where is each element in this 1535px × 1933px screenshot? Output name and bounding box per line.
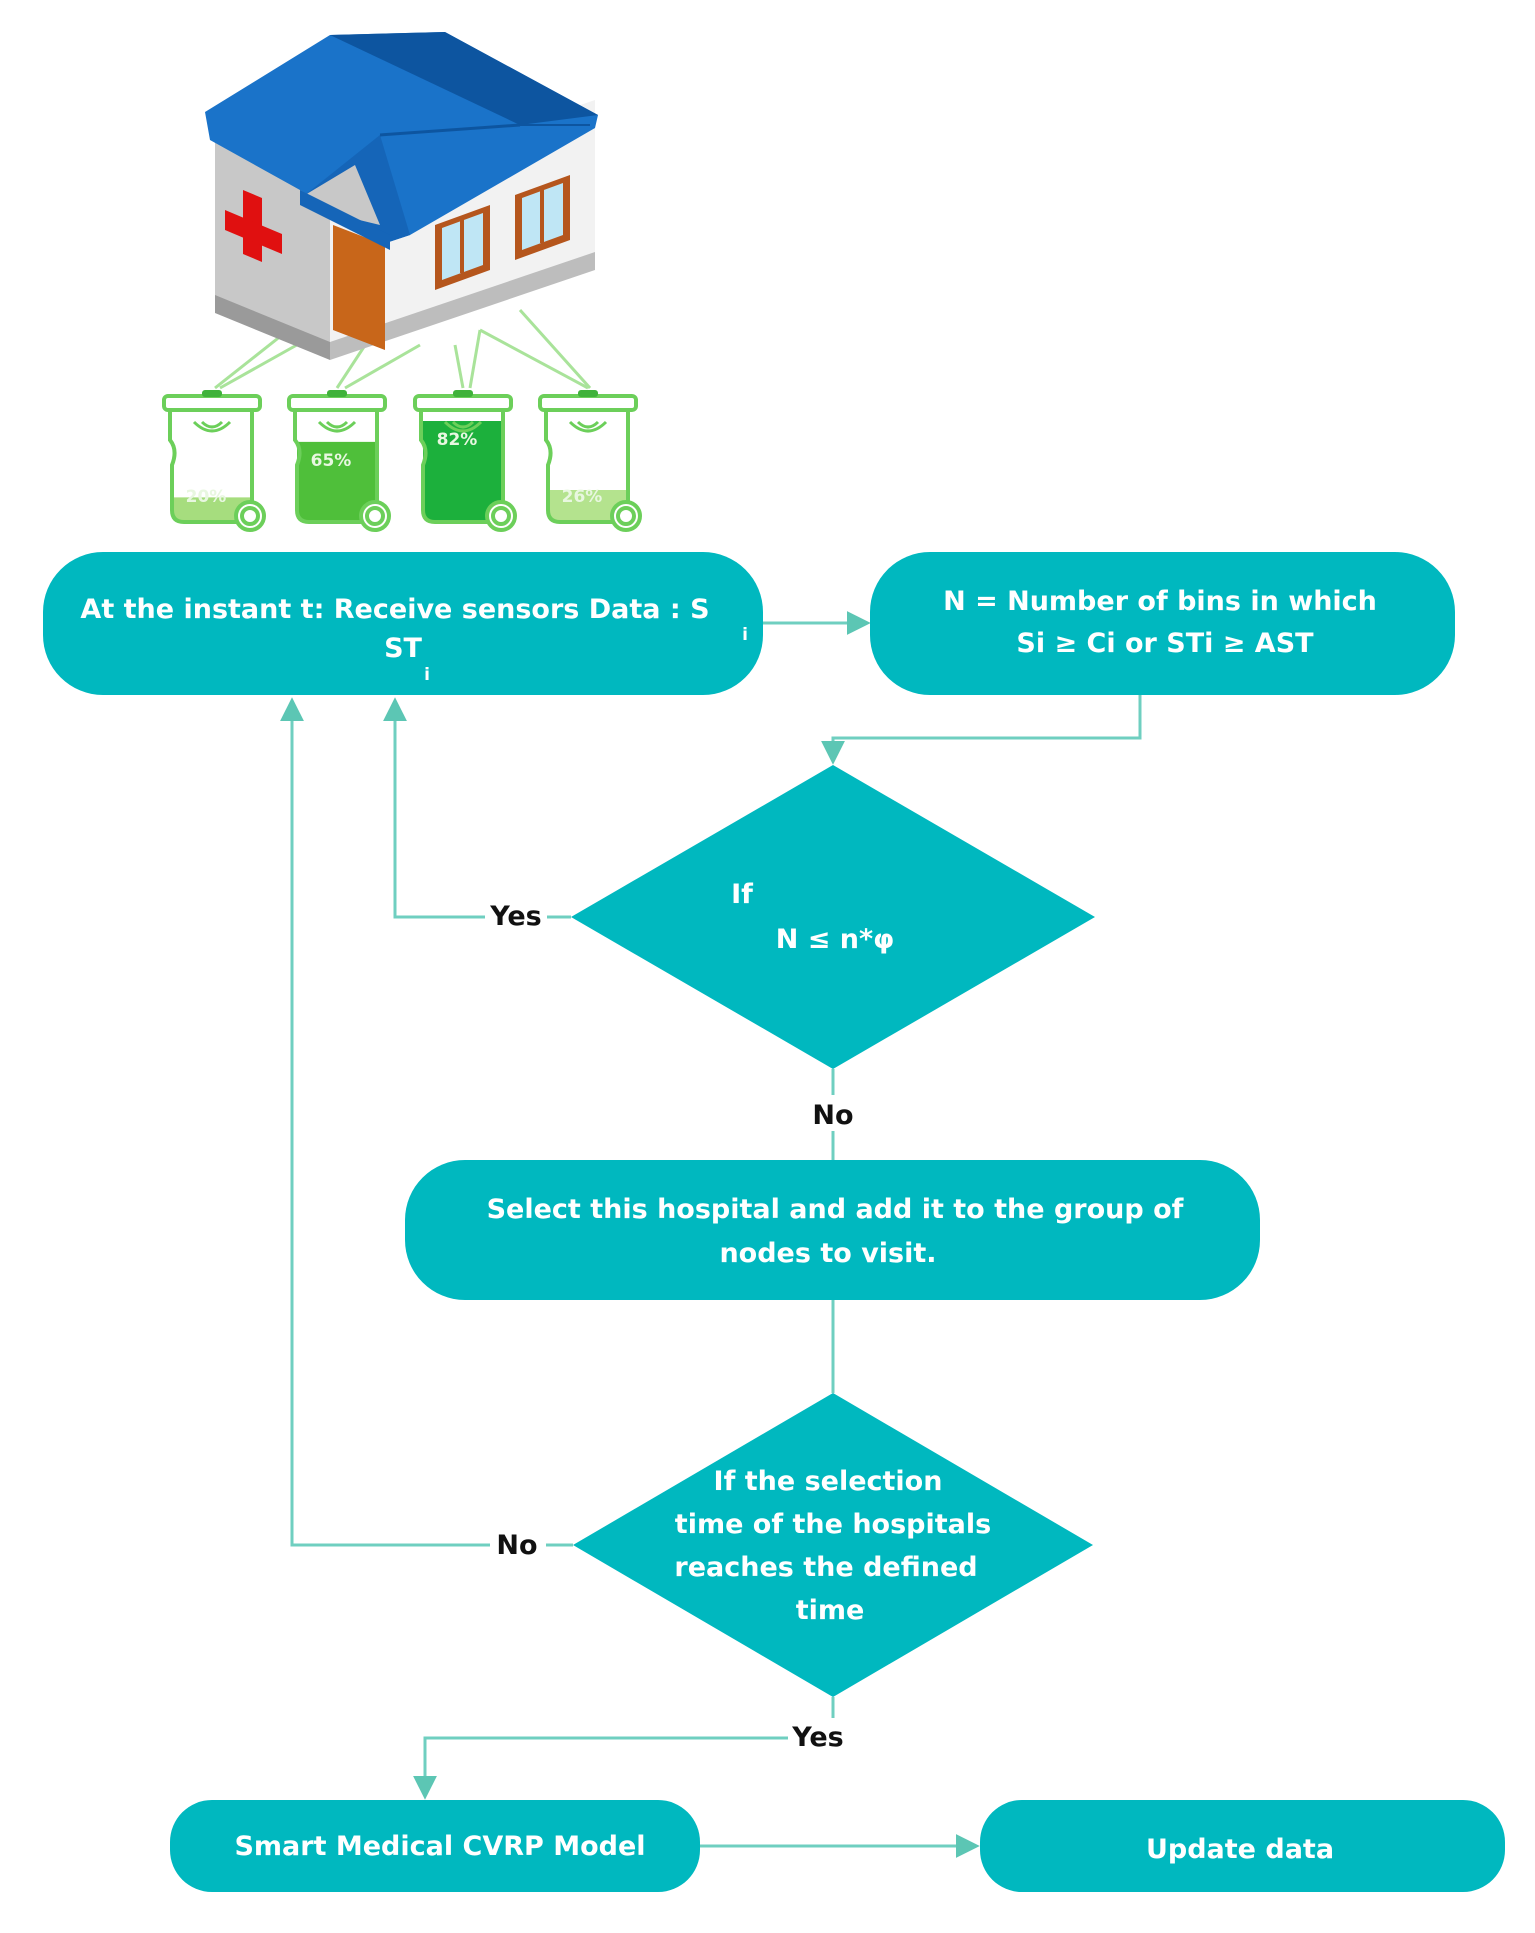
wheel-icon bbox=[491, 506, 511, 526]
node-count-bins: N = Number of bins in which Si ≥ Ci or S… bbox=[870, 552, 1455, 695]
label-decision1-yes: Yes bbox=[489, 901, 541, 932]
smart-bin-icon: 20% bbox=[162, 390, 266, 532]
node-update-data: Update data bbox=[980, 1800, 1505, 1892]
decision2-line1: If the selection bbox=[714, 1466, 943, 1497]
label-decision2-no: No bbox=[496, 1530, 537, 1561]
wifi-signal-icon bbox=[325, 420, 349, 429]
bin-fill-percent: 20% bbox=[186, 487, 227, 507]
red-cross-icon bbox=[225, 190, 282, 262]
edge-decision2-yes bbox=[413, 1697, 835, 1800]
window-icon bbox=[515, 175, 570, 260]
count-line2: Si ≥ Ci or STi ≥ AST bbox=[1016, 628, 1314, 659]
decision1-line2: N ≤ n*φ bbox=[776, 924, 894, 955]
wheel-icon bbox=[616, 506, 636, 526]
label-decision1-no: No bbox=[812, 1100, 853, 1131]
bin-fill-level bbox=[548, 489, 628, 522]
wifi-signal-icon bbox=[451, 420, 475, 429]
decision1-line1: If bbox=[731, 879, 753, 910]
smart-bins: 20% 65% 82% 26% bbox=[162, 390, 642, 532]
door-icon bbox=[333, 225, 385, 350]
bin-fill-level bbox=[172, 497, 252, 522]
node-select-hospital: Select this hospital and add it to the g… bbox=[405, 1160, 1260, 1300]
label-decision2-yes: Yes bbox=[791, 1722, 843, 1753]
bin-fill-percent: 82% bbox=[437, 430, 478, 450]
wifi-signal-icon bbox=[443, 420, 483, 433]
hospital-illustration: 20% 65% 82% 26% bbox=[162, 32, 642, 532]
select-line1: Select this hospital and add it to the g… bbox=[487, 1194, 1184, 1225]
edge-decision1-yes bbox=[383, 697, 571, 919]
decision2-line2: time of the hospitals bbox=[675, 1509, 991, 1540]
wifi-signal-icon bbox=[576, 420, 600, 429]
decision2-line3: reaches the defined bbox=[674, 1552, 977, 1583]
bin-fill-percent: 26% bbox=[562, 487, 603, 507]
smart-bin-icon: 26% bbox=[538, 390, 642, 532]
count-line1: N = Number of bins in which bbox=[943, 586, 1377, 617]
model-label: Smart Medical CVRP Model bbox=[234, 1831, 645, 1862]
select-line2: nodes to visit. bbox=[719, 1238, 936, 1269]
edge-decision2-no bbox=[280, 697, 573, 1547]
receive-line1-subscript: i bbox=[742, 625, 748, 645]
smart-bin-icon: 82% bbox=[413, 390, 517, 532]
smart-bin-icon: 65% bbox=[287, 390, 391, 532]
wheel-icon bbox=[240, 506, 260, 526]
decision-threshold: If N ≤ n*φ bbox=[571, 765, 1095, 1069]
bin-fill-level bbox=[423, 420, 503, 522]
receive-line1: At the instant t: Receive sensors Data :… bbox=[80, 594, 709, 625]
node-receive-sensor-data: At the instant t: Receive sensors Data :… bbox=[43, 552, 763, 695]
wheel-icon bbox=[365, 506, 385, 526]
decision-selection-time: If the selection time of the hospitals r… bbox=[573, 1393, 1093, 1697]
decision2-line4: time bbox=[796, 1595, 865, 1626]
window-icon bbox=[435, 205, 490, 290]
wifi-signal-icon bbox=[317, 420, 357, 433]
edge-count-to-decision1 bbox=[821, 695, 1142, 765]
svg-text:At the instant t: Receive sen: At the instant t: Receive sensors Data :… bbox=[80, 594, 709, 625]
bin-fill-percent: 65% bbox=[311, 451, 352, 471]
hospital-building-icon bbox=[205, 32, 598, 360]
wifi-signal-icon bbox=[200, 420, 224, 429]
receive-line2-subscript: i bbox=[424, 665, 430, 685]
wifi-signal-icon bbox=[568, 420, 608, 433]
wifi-signal-icon bbox=[192, 420, 232, 433]
receive-line2: ST bbox=[384, 633, 422, 664]
node-cvrp-model: Smart Medical CVRP Model bbox=[170, 1800, 700, 1892]
bin-fill-level bbox=[297, 441, 377, 522]
update-label: Update data bbox=[1146, 1834, 1334, 1865]
